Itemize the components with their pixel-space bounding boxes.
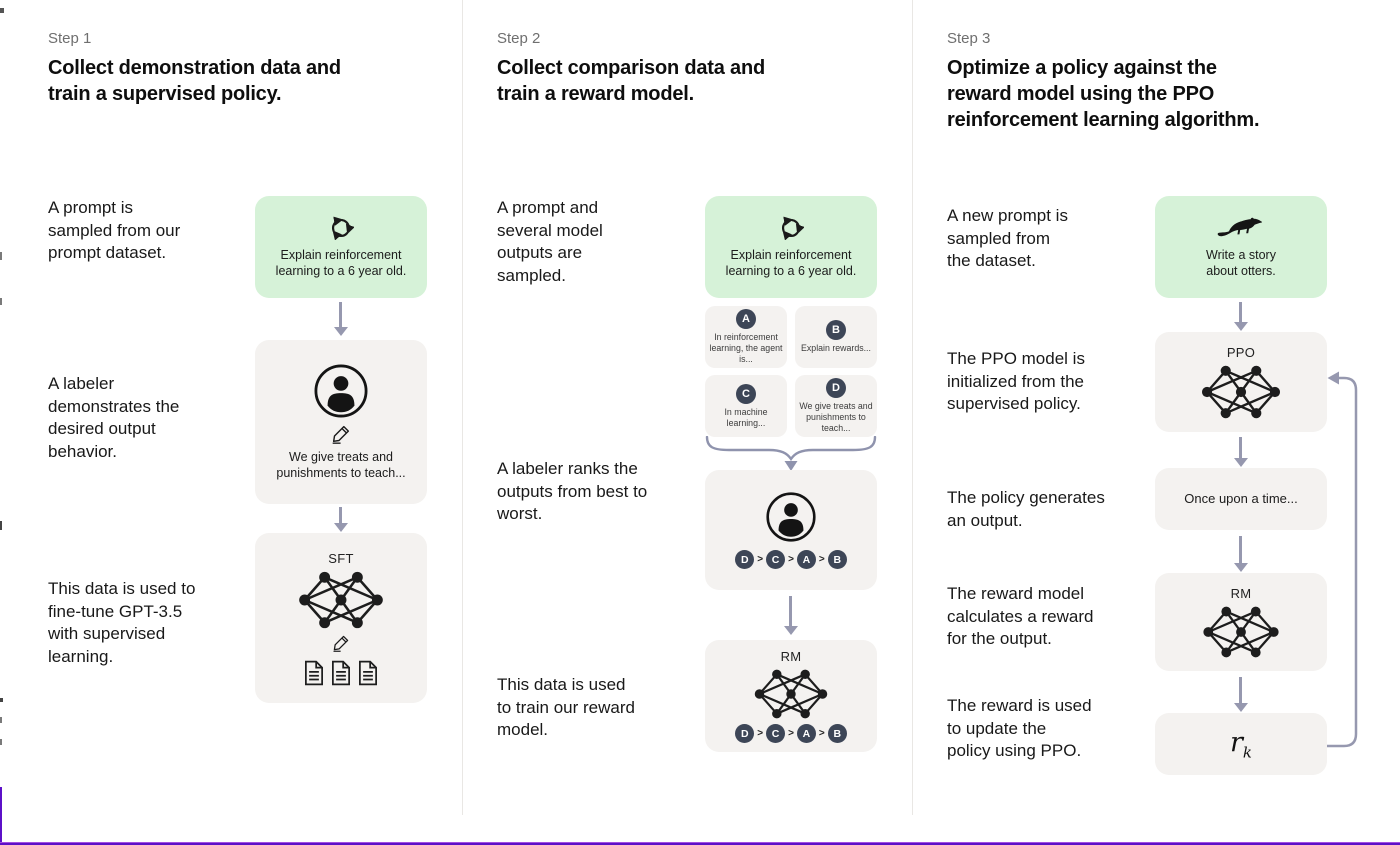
arrow-down-icon bbox=[1233, 536, 1248, 572]
step-1-title: Collect demonstration data and train a s… bbox=[48, 57, 341, 105]
rank-separator: > bbox=[788, 728, 794, 739]
arrow-down-icon bbox=[783, 596, 798, 635]
step-1-prompt-text: Explain reinforcement learning to a 6 ye… bbox=[275, 247, 407, 279]
reward-symbol: rk bbox=[1229, 726, 1252, 762]
neural-net-icon bbox=[1201, 365, 1281, 418]
arrow-down-icon bbox=[1233, 302, 1248, 331]
rm-label: RM bbox=[780, 649, 802, 664]
step-1-caption-labeler: A labeler demonstrates the desired outpu… bbox=[48, 374, 180, 461]
pencil-icon bbox=[332, 425, 350, 444]
step-3-caption-output: The policy generates an output. bbox=[947, 488, 1105, 530]
edge-artifact bbox=[0, 521, 2, 530]
rank-badge: B bbox=[827, 550, 847, 569]
neural-net-icon bbox=[1203, 606, 1279, 657]
step-3-prompt-text: Write a story about otters. bbox=[1206, 247, 1276, 279]
ppo-label: PPO bbox=[1226, 344, 1256, 360]
letter-badge-b: B bbox=[826, 320, 846, 340]
step-3-caption-update: The reward is used to update the policy … bbox=[947, 696, 1092, 761]
neural-net-icon bbox=[754, 669, 828, 719]
step-2-prompt-box: Explain reinforcement learning to a 6 ye… bbox=[705, 196, 877, 298]
output-b-text: Explain rewards... bbox=[801, 343, 871, 353]
step-2-caption-train-rm: This data is used to train our reward mo… bbox=[497, 675, 635, 740]
step-3-rm-box: RM bbox=[1155, 573, 1327, 671]
column-divider-1 bbox=[462, 0, 463, 815]
step-1-caption-finetune: This data is used to fine-tune GPT-3.5 w… bbox=[48, 579, 196, 666]
edge-artifact bbox=[0, 252, 2, 260]
rank-badge: C bbox=[766, 724, 786, 743]
step-3-caption-ppo-init: The PPO model is initialized from the su… bbox=[947, 349, 1085, 414]
step-2-prompt-text: Explain reinforcement learning to a 6 ye… bbox=[725, 247, 857, 279]
ranking-row: D > C > A > B bbox=[735, 550, 847, 569]
edge-artifact bbox=[0, 8, 4, 13]
output-c-text: In machine learning... bbox=[724, 406, 768, 428]
step-3-prompt-box: Write a story about otters. bbox=[1155, 196, 1327, 298]
rank-badge: D bbox=[735, 724, 755, 743]
output-option-b: B Explain rewards... bbox=[795, 306, 877, 368]
ranking-row: D > C > A > B bbox=[735, 724, 847, 743]
output-option-a: A In reinforcement learning, the agent i… bbox=[705, 306, 787, 368]
step-2-caption-prompt: A prompt and several model outputs are s… bbox=[497, 198, 603, 285]
rank-separator: > bbox=[818, 554, 825, 565]
step-1-labeler-box: We give treats and punishments to teach.… bbox=[255, 340, 427, 504]
accent-left-border bbox=[0, 787, 2, 845]
edge-artifact bbox=[0, 698, 3, 702]
edge-artifact bbox=[0, 717, 2, 723]
output-option-c: C In machine learning... bbox=[705, 375, 787, 437]
step-1-labeler-text: We give treats and punishments to teach.… bbox=[276, 449, 406, 481]
neural-net-icon bbox=[299, 571, 383, 628]
step-3-caption-prompt: A new prompt is sampled from the dataset… bbox=[947, 206, 1068, 271]
rank-badge: C bbox=[766, 550, 786, 569]
step-2-labeler-box: D > C > A > B bbox=[705, 470, 877, 590]
step-3-output-text: Once upon a time... bbox=[1184, 491, 1298, 507]
arrow-down-icon bbox=[1233, 437, 1248, 467]
converge-bracket-arrow-icon bbox=[705, 436, 877, 471]
letter-badge-c: C bbox=[736, 383, 756, 404]
step-3-ppo-box: PPO bbox=[1155, 332, 1327, 432]
step-3-title: Optimize a policy against the reward mod… bbox=[947, 57, 1260, 131]
step-3-reward-box: rk bbox=[1155, 713, 1327, 775]
step-3-label: Step 3 bbox=[947, 30, 991, 47]
pencil-icon bbox=[333, 635, 349, 652]
rank-separator: > bbox=[818, 728, 825, 739]
person-icon bbox=[314, 364, 368, 417]
cycle-icon bbox=[781, 216, 804, 240]
output-d-text: We give treats and punishments to teach.… bbox=[799, 401, 873, 433]
step-3-caption-reward-calc: The reward model calculates a reward for… bbox=[947, 584, 1094, 649]
column-divider-2 bbox=[912, 0, 913, 815]
rank-badge: A bbox=[796, 724, 816, 743]
arrow-down-icon bbox=[333, 302, 348, 336]
arrow-down-icon bbox=[1233, 677, 1248, 712]
sft-label: SFT bbox=[328, 550, 354, 566]
rank-badge: A bbox=[796, 550, 816, 569]
edge-artifact bbox=[0, 739, 2, 745]
person-icon bbox=[766, 492, 816, 542]
cycle-icon bbox=[331, 216, 354, 240]
rank-badge: D bbox=[735, 550, 755, 569]
rm-label: RM bbox=[1230, 585, 1252, 601]
output-a-text: In reinforcement learning, the agent is.… bbox=[709, 332, 783, 364]
arrow-down-icon bbox=[333, 507, 348, 532]
step-1-prompt-box: Explain reinforcement learning to a 6 ye… bbox=[255, 196, 427, 298]
feedback-loop-arrow-icon bbox=[1327, 371, 1358, 748]
step-1-sft-box: SFT bbox=[255, 533, 427, 703]
otter-icon bbox=[1217, 217, 1262, 236]
step-2-title: Collect comparison data and train a rewa… bbox=[497, 57, 765, 105]
step-3-output-box: Once upon a time... bbox=[1155, 468, 1327, 530]
step-2-caption-ranking: A labeler ranks the outputs from best to… bbox=[497, 459, 648, 524]
letter-badge-a: A bbox=[736, 309, 756, 330]
output-option-d: D We give treats and punishments to teac… bbox=[795, 375, 877, 437]
documents-icon bbox=[303, 660, 379, 686]
rank-separator: > bbox=[788, 554, 794, 565]
step-1-caption-prompt: A prompt is sampled from our prompt data… bbox=[48, 198, 181, 263]
edge-artifact bbox=[0, 298, 2, 305]
step-2-label: Step 2 bbox=[497, 30, 541, 47]
step-1-label: Step 1 bbox=[48, 30, 92, 47]
accent-bottom-border bbox=[0, 842, 1400, 845]
rank-badge: B bbox=[827, 724, 847, 743]
rank-separator: > bbox=[757, 728, 764, 739]
rank-separator: > bbox=[757, 554, 764, 565]
step-2-rm-box: RM D > C > A > B bbox=[705, 640, 877, 752]
letter-badge-d: D bbox=[826, 378, 846, 399]
